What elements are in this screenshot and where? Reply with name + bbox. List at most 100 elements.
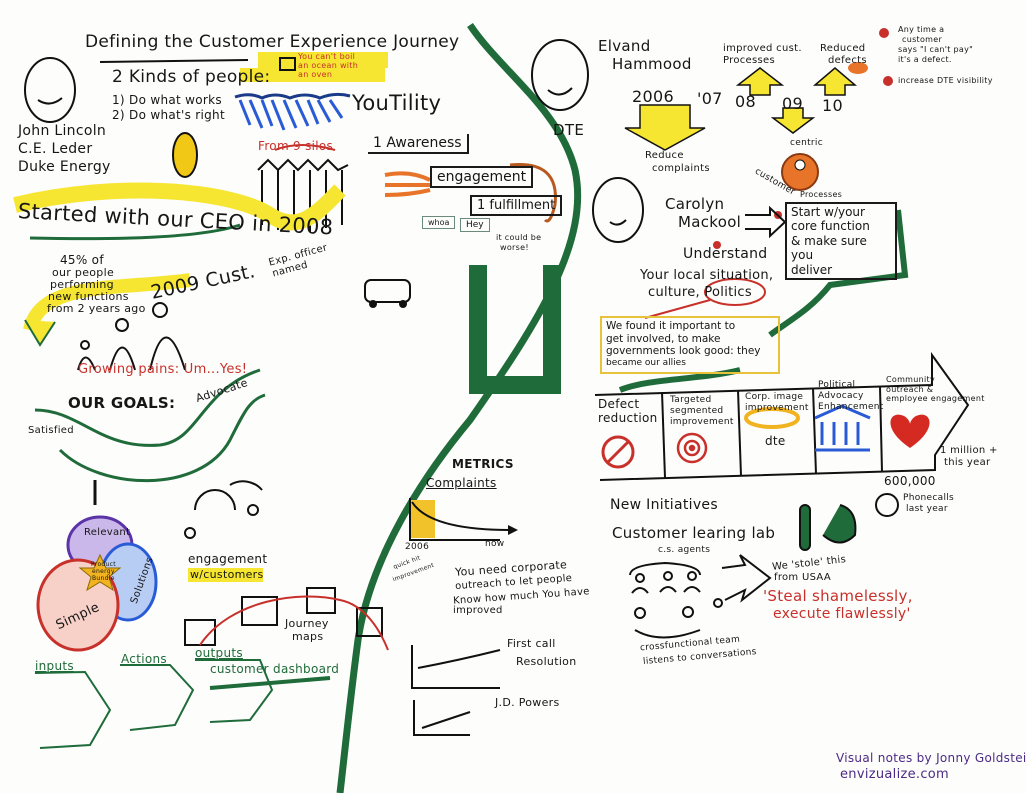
new-initiatives-heading: New Initiatives [610, 497, 718, 513]
mini-charts [411, 645, 501, 736]
fcr-label: Resolution [516, 655, 577, 668]
speech-bubble-worse: worse! [500, 243, 529, 252]
chart-start-label: 2006 [405, 542, 430, 552]
awareness-box: 1 Awareness [368, 134, 469, 154]
defect-note: customer [902, 35, 943, 44]
john-face [24, 57, 76, 123]
silos-label: From 9 silos [258, 139, 334, 153]
ocean-quote: an ocean with [298, 61, 359, 70]
engagement-box: engagement [430, 166, 534, 188]
down-arrow-complaints [624, 104, 706, 151]
speaker-1-last: Hammood [612, 55, 692, 73]
up-arrow-processes [735, 67, 785, 96]
stole-label: from USAA [774, 572, 831, 583]
core-text: & make sure you [791, 233, 867, 263]
defects-blob [848, 62, 868, 74]
credit-site: envizualize.com [840, 767, 950, 782]
visibility-note: increase DTE visibility [898, 76, 993, 85]
flow-inputs: inputs [35, 659, 74, 673]
star-label: Bundle [92, 575, 115, 582]
timeline-label: Community [886, 375, 936, 384]
centric-icon [781, 153, 819, 191]
reduce-label: complaints [652, 163, 710, 174]
defect-note: Any time a [898, 25, 945, 34]
ribbon-arrow [23, 273, 191, 332]
car-wheel [369, 300, 377, 308]
star-label: energy [92, 568, 115, 575]
allies-text: became our allies [606, 357, 686, 368]
ocean-quote: You can't boil [298, 52, 356, 61]
engagement-label: w/customers [190, 568, 264, 581]
allies-text: We found it important to [606, 320, 736, 332]
down-arrow-centric [770, 107, 816, 134]
complaints-axes [409, 498, 500, 541]
lab-heading: Customer learing lab [612, 524, 776, 542]
engagement-label: engagement [188, 552, 268, 566]
timeline-label: Targeted [670, 395, 712, 405]
chart-end-label: now [485, 539, 505, 549]
defect-note: says "I can't pay" [898, 45, 974, 54]
kind-2: 2) Do what's right [112, 108, 225, 122]
timeline-label: reduction [598, 410, 658, 425]
government-building-icon [814, 404, 871, 452]
complaints-curve [411, 501, 511, 531]
outreach-text: improved [453, 605, 503, 616]
steal-quote: 'Steal shamelessly, [763, 587, 913, 605]
speaker-name: John Lincoln [18, 123, 107, 139]
politics-circle [704, 278, 766, 306]
reduce-label: Reduce [645, 150, 684, 161]
goals-heading: OUR GOALS: [68, 394, 176, 412]
year-label: '07 [697, 89, 723, 108]
metrics-heading: METRICS [452, 457, 514, 471]
speech-bubble-whoa: whoa [422, 216, 456, 229]
core-text: deliver [791, 262, 833, 277]
venn-diagram [36, 515, 158, 652]
carolyn-face [592, 177, 644, 243]
green-u-shape [469, 265, 561, 394]
ceo-ribbon-underline [29, 223, 241, 241]
year-label: 08 [735, 92, 756, 111]
journey-map-boxes [184, 587, 383, 646]
funnel-icon [384, 171, 431, 197]
speech-bubble-hey: Hey [460, 218, 490, 232]
green-connector [768, 209, 909, 338]
beaker-icon [822, 504, 857, 544]
timeline-label: Political [818, 380, 856, 390]
timeline-label: improvement [670, 416, 734, 427]
journey-label: maps [292, 630, 324, 643]
no-sign-icon [601, 435, 635, 469]
flow-actions: Actions [121, 652, 167, 666]
centric-label: Processes [800, 190, 843, 199]
understand-text: culture, Politics [648, 285, 752, 300]
speaker-company: Duke Energy [18, 159, 111, 175]
steal-quote: execute flawlessly' [773, 606, 911, 622]
kinds-heading: 2 Kinds of people: [112, 67, 271, 87]
calls-label: last year [906, 504, 948, 514]
timeline-arrow [594, 351, 970, 481]
growing-pains: Growing pains: Um...Yes! [78, 362, 248, 377]
up-arrow-defects [812, 67, 858, 96]
river-divider [336, 23, 582, 793]
year-label: 09 [782, 94, 803, 113]
allies-text: governments look good: they [606, 345, 761, 358]
timeline-label: segmented [670, 405, 724, 416]
venn-lens-icon [172, 132, 198, 178]
star-label: Product [91, 561, 116, 568]
timeline-label: employee engagement [886, 394, 985, 404]
engagement-highlight [188, 568, 263, 582]
venn-relevant-label: Relevant [84, 527, 131, 538]
flow-chevrons [34, 659, 331, 749]
credit-author: Visual notes by Jonny Goldstein [836, 751, 1026, 765]
test-tube-icon [799, 504, 811, 551]
million-label: 1 million + [940, 445, 998, 456]
centric-person-icon [794, 159, 806, 171]
improved-label: Processes [723, 55, 775, 66]
speech-bubble-worse: it could be [496, 233, 542, 242]
heart-icon [890, 414, 930, 448]
stat-text: from 2 years ago [47, 302, 146, 315]
speaker-2-last: Mackool [678, 213, 742, 231]
stat-text: 45% of [60, 253, 104, 267]
